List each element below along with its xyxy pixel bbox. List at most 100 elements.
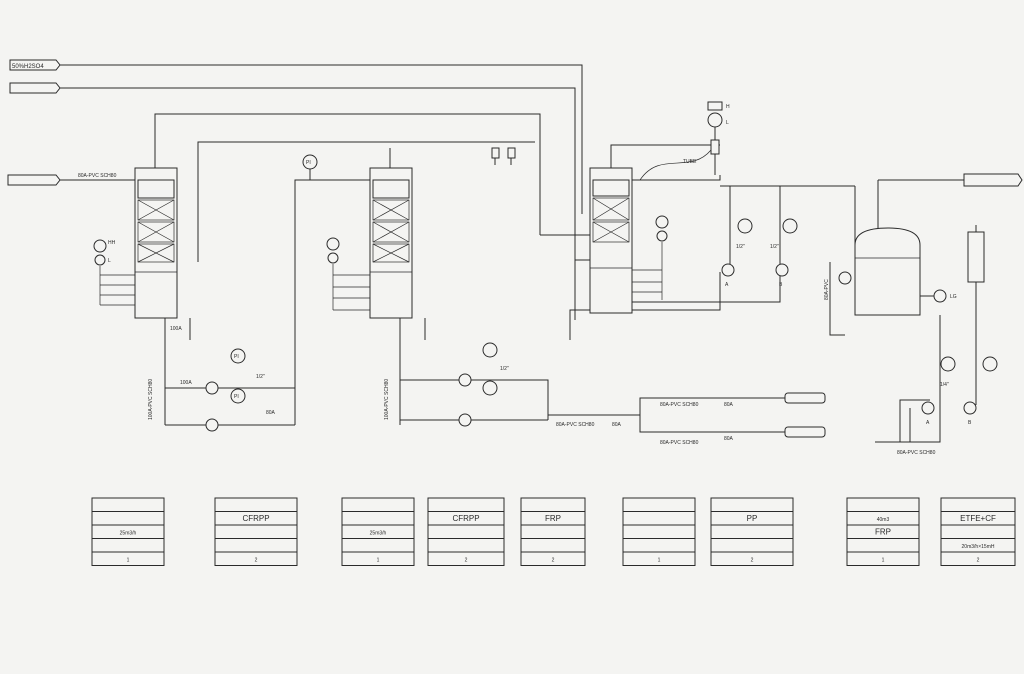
pressure-gauge-4b <box>982 356 998 372</box>
table-cell <box>846 551 920 566</box>
tank-vent-outlet <box>963 173 1023 187</box>
pump-suction-lines-2 <box>400 379 460 421</box>
column-1-demister <box>137 179 175 199</box>
table-cell <box>427 551 505 566</box>
header-arrow-2 <box>9 82 61 94</box>
column-3-drain <box>569 309 590 340</box>
pump-set-1: 100A-PVC SCH80 100A PI PI 1/2" 80A PI <box>148 154 370 432</box>
tank-body <box>854 227 921 316</box>
table-cell-text: 25m3/h <box>120 530 137 536</box>
column-3-demister <box>592 179 630 197</box>
table-cell <box>846 497 920 512</box>
table-cell <box>520 538 586 553</box>
table-cell-text: PP <box>747 514 758 523</box>
inlet-arrow <box>7 174 61 186</box>
pipe-label-p1: 80A-PVC SCH80 <box>78 173 117 179</box>
level-taps-2 <box>332 264 370 311</box>
column-2-packing <box>372 199 410 263</box>
left-inlet: 80A-PVC SCH80 <box>7 173 135 186</box>
table-cell <box>622 497 696 512</box>
table-cell <box>427 538 505 553</box>
pump-4b-label: B <box>968 420 972 426</box>
column-2-demister <box>372 179 410 199</box>
table-cell <box>91 538 165 553</box>
pump-1b <box>205 418 219 432</box>
level-transmitter-2 <box>326 237 340 251</box>
table-cell <box>91 511 165 526</box>
size-label-80a-1: 80A <box>266 410 276 416</box>
tank-level-gauge <box>838 271 852 285</box>
pump-3b <box>775 263 789 277</box>
table-cell <box>710 497 794 512</box>
table-cell <box>214 551 298 566</box>
table-cell <box>341 538 415 553</box>
filter-column <box>967 231 985 283</box>
table-cell-text: 1 <box>127 557 130 563</box>
table-cell-text: ETFE+CF <box>960 514 996 523</box>
size-label-quarter-1: 1/4" <box>940 382 949 388</box>
size-label-100a-1: 100A <box>170 326 182 332</box>
outlet-tag-1 <box>784 392 826 404</box>
pressure-gauge-4a <box>940 356 956 372</box>
pump-1a <box>205 381 219 395</box>
outlet-tag-2 <box>784 426 826 438</box>
h2so4-header-line <box>60 64 583 214</box>
sample-point-2 <box>507 147 516 159</box>
level-transmitter-1 <box>93 239 107 253</box>
outlet-split <box>639 397 785 433</box>
column-3-feed-lines <box>540 214 590 320</box>
pump-4a <box>921 401 935 415</box>
pressure-gauge-1b <box>230 388 246 404</box>
table-cell <box>341 551 415 566</box>
size-label-half-4: 1/2" <box>770 244 779 250</box>
pump-2b <box>458 413 472 427</box>
table-cell <box>940 497 1016 512</box>
table-cell <box>622 551 696 566</box>
table-cell <box>520 551 586 566</box>
tank-level-switch <box>933 289 947 303</box>
pipe-label-p4: 80A-PVC SCH80 <box>556 422 595 428</box>
table-cell <box>214 538 298 553</box>
pipe-label-p5: 80A-PVC SCH80 <box>660 402 699 408</box>
table-cell-text: 2 <box>751 557 754 563</box>
size-label-half-1: 1/2" <box>256 374 265 380</box>
tag-lg: LG <box>950 294 957 300</box>
pipe-label-p8: 80A-PVC <box>824 279 830 300</box>
table-cell-text: 20m3/h×15mH <box>962 544 995 550</box>
table-cell <box>520 497 586 512</box>
column-3-top <box>610 144 720 168</box>
table-cell-text: 2 <box>465 557 468 563</box>
table-cell <box>710 524 794 539</box>
table-cell <box>341 511 415 526</box>
table-cell-text: 40m3 <box>877 517 890 523</box>
sample-lines <box>494 158 512 165</box>
table-cell-text: 25m3/h <box>370 530 387 536</box>
header-label-1: 50%H2SO4 <box>12 64 44 70</box>
table-cell-text: 1 <box>658 557 661 563</box>
column-2-feed <box>309 169 370 181</box>
pressure-gauge-2b <box>482 380 498 396</box>
table-cell <box>622 524 696 539</box>
table-cell <box>214 497 298 512</box>
scrubber-column-1: HH L 100A <box>93 167 191 425</box>
pressure-gauge-2a <box>482 342 498 358</box>
table-cell-text: CFRPP <box>242 514 269 523</box>
table-cell <box>427 524 505 539</box>
pump-set-2: 100A-PVC SCH80 1/2" 80A-PVC SCH80 80A 80… <box>384 342 826 446</box>
table-cell-text: 2 <box>255 557 258 563</box>
pipe-label-p6: 80A-PVC SCH80 <box>660 440 699 446</box>
table-cell <box>940 524 1016 539</box>
table-cell-text: FRP <box>875 527 891 536</box>
tank-drain <box>829 262 845 336</box>
table-cell-text: 2 <box>552 557 555 563</box>
size-label-half-2: 1/2" <box>500 366 509 372</box>
pump-suction-lines-1 <box>165 387 207 426</box>
table-cell <box>91 497 165 512</box>
pump-4-lines <box>899 399 930 442</box>
tank-inlet-lines <box>854 179 964 245</box>
table-cell-text: 2 <box>977 557 980 563</box>
pressure-gauge-3b <box>782 218 798 234</box>
